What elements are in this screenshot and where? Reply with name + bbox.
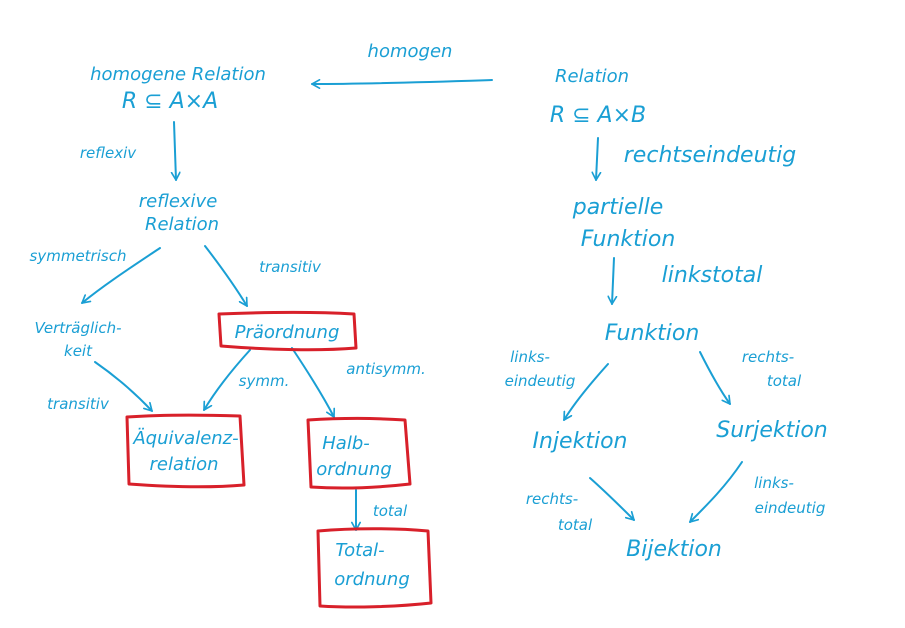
node-partielle-funktion-line1: partielle [572,195,664,220]
arrow-funktion-to-injektion [563,363,609,421]
edge-label-linkseindeutig-bijektion-line1: links- [754,474,794,492]
edge-label-rechtstotal-bijektion-line1: rechts- [526,490,578,508]
node-aequivalenzrelation-line1: Äquivalenz- [132,428,238,449]
arrow-praeordnung-to-aequivalenz [203,349,251,411]
edge-label-rechtstotal-bijektion-line2: total [558,516,593,534]
edge-label-rechtseindeutig: rechtseindeutig [624,143,796,168]
node-partielle-funktion-line2: Funktion [581,227,676,252]
node-halbordnung-line2: ordnung [316,459,392,480]
edge-label-homogen: homogen [368,41,453,62]
edge-label-linkseindeutig-bijektion-line2: eindeutig [755,499,826,517]
edge-label-symmetrisch: symmetrisch [30,247,127,265]
edge-label-total: total [373,502,408,520]
arrow-praeordnung-to-halbordnung [291,347,336,418]
highlight-box-praeordnung [217,311,358,352]
arrow-reflexive-to-praeordnung [204,245,248,307]
edge-label-linkstotal: linkstotal [662,263,763,288]
node-aequivalenzrelation-line2: relation [150,454,219,475]
arrow-relation-to-homogene-relation [311,78,493,89]
node-bijektion-label: Bijektion [626,537,722,562]
highlight-box-aequivalenzrelation [125,413,246,489]
edge-label-reflexiv: reflexiv [80,144,137,162]
edge-label-linkseindeutig-injektion-line1: links- [510,348,550,366]
node-surjektion-label: Surjektion [716,418,827,443]
node-reflexive-relation-line1: reflexive [139,191,218,212]
arrow-reflexive-to-vertraeglichkeit [81,247,161,304]
arrow-partielle-to-funktion [607,257,618,305]
highlight-box-halbordnung [306,417,412,490]
arrow-injektion-to-bijektion [589,477,635,521]
node-vertraeglichkeit-line2: keit [64,342,93,360]
edge-label-antisymm: antisymm. [346,360,425,378]
node-totalordnung-line2: ordnung [334,569,410,590]
node-vertraeglichkeit-line1: Verträglich- [34,319,121,337]
edge-label-symm: symm. [239,372,290,390]
arrow-funktion-to-surjektion [699,351,731,405]
node-injektion-label: Injektion [533,429,628,454]
node-relation-title: Relation [555,66,629,87]
arrow-homogene-to-reflexive [170,121,181,181]
node-praeordnung-label: Präordnung [235,322,340,343]
arrow-vertraeglichkeit-to-aequivalenz [94,361,153,412]
node-relation-formula: R ⊆ A×B [550,103,646,128]
edge-label-rechtstotal-surjektion-line1: rechts- [742,348,794,366]
highlight-box-totalordnung [316,527,433,609]
node-homogene-relation-formula: R ⊆ A×A [122,89,218,114]
arrow-relation-to-partielle-funktion [591,137,602,181]
node-halbordnung-line1: Halb- [322,433,370,454]
edge-label-transitiv-aequivalenz: transitiv [47,395,110,413]
node-reflexive-relation-line2: Relation [145,214,219,235]
node-funktion-label: Funktion [605,321,700,346]
edge-label-linkseindeutig-injektion-line2: eindeutig [505,372,576,390]
arrow-surjektion-to-bijektion [689,461,743,523]
node-totalordnung-line1: Total- [335,540,384,561]
node-homogene-relation-title: homogene Relation [90,64,266,85]
edge-label-rechtstotal-surjektion-line2: total [767,372,802,390]
edge-label-transitiv-praeordnung: transitiv [259,258,322,276]
